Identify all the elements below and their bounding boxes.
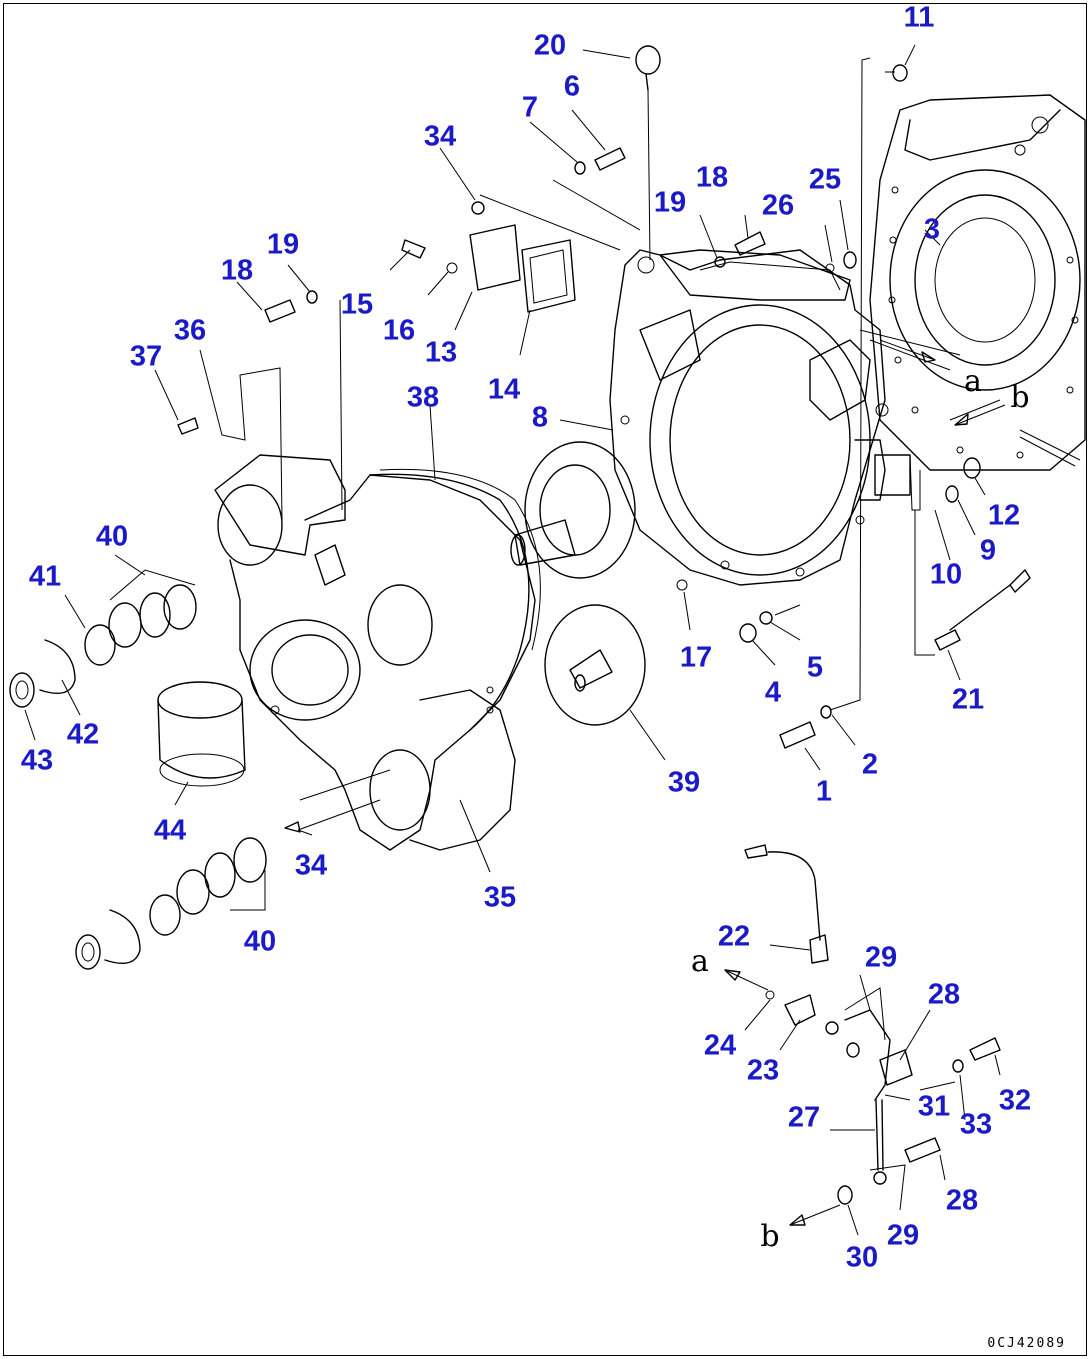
callout-29-lower: 29 — [886, 1219, 920, 1252]
drawing-frame — [3, 3, 1087, 1356]
callout-5: 5 — [806, 651, 824, 684]
callout-14: 14 — [487, 373, 521, 406]
transmission-case — [869, 94, 1086, 471]
disc-plate — [544, 604, 646, 726]
callout-2: 2 — [861, 748, 879, 781]
callout-36: 36 — [173, 314, 207, 347]
callout-20: 20 — [533, 29, 567, 62]
callout-34-lower: 34 — [294, 849, 328, 882]
callout-43: 43 — [20, 744, 54, 777]
upper-bearing-set — [9, 584, 197, 708]
callout-12: 12 — [987, 499, 1021, 532]
callout-16: 16 — [382, 314, 416, 347]
cylinder-sleeve — [157, 681, 246, 787]
callout-6: 6 — [563, 70, 581, 103]
marker-a-upper: a — [964, 364, 982, 399]
callout-28-lower: 28 — [945, 1184, 979, 1217]
callout-10: 10 — [929, 558, 963, 591]
callout-42: 42 — [66, 718, 100, 751]
callout-35: 35 — [483, 881, 517, 914]
callout-21: 21 — [951, 683, 985, 716]
callout-32: 32 — [998, 1084, 1032, 1117]
callout-4: 4 — [764, 676, 782, 709]
callout-37: 37 — [129, 340, 163, 373]
marker-b-upper: b — [1010, 380, 1030, 415]
marker-a-lower: a — [691, 944, 709, 979]
callout-9: 9 — [979, 534, 997, 567]
callout-7: 7 — [521, 91, 539, 124]
callout-25: 25 — [808, 163, 842, 196]
callout-22: 22 — [717, 920, 751, 953]
callout-34-top: 34 — [423, 120, 457, 153]
callout-24: 24 — [703, 1029, 737, 1062]
transfer-case — [214, 454, 536, 851]
callout-40-upper: 40 — [95, 520, 129, 553]
converter-housing — [609, 249, 911, 586]
cover-disc — [369, 473, 530, 731]
callout-28-upper: 28 — [927, 978, 961, 1011]
callout-17: 17 — [679, 641, 713, 674]
drawing-code: 0CJ42089 — [987, 1336, 1066, 1351]
callout-15: 15 — [340, 288, 374, 321]
callout-1: 1 — [815, 775, 833, 808]
small-hardware — [177, 45, 1031, 833]
callout-18-left: 18 — [220, 254, 254, 287]
stator-shaft — [510, 441, 636, 579]
callout-38: 38 — [406, 381, 440, 414]
lower-bearing-set — [75, 837, 267, 970]
callout-11: 11 — [903, 1, 935, 34]
callout-8: 8 — [531, 401, 549, 434]
callout-19-left: 19 — [266, 228, 300, 261]
callout-27: 27 — [787, 1101, 821, 1134]
callout-31: 31 — [917, 1090, 951, 1123]
callout-41: 41 — [28, 560, 62, 593]
marker-b-lower: b — [760, 1219, 780, 1254]
callout-3: 3 — [923, 213, 941, 246]
callout-19-right: 19 — [653, 186, 687, 219]
callout-39: 39 — [667, 766, 701, 799]
callout-44: 44 — [153, 814, 187, 847]
leader-lines — [24, 44, 1006, 1236]
callout-33: 33 — [959, 1108, 993, 1141]
sensor-assembly — [744, 844, 1001, 1205]
callout-30: 30 — [845, 1241, 879, 1274]
callout-18-right: 18 — [695, 161, 729, 194]
callout-40-lower: 40 — [243, 925, 277, 958]
callout-23: 23 — [746, 1054, 780, 1087]
callout-29-upper: 29 — [864, 941, 898, 974]
callout-26: 26 — [761, 189, 795, 222]
callout-13: 13 — [424, 336, 458, 369]
